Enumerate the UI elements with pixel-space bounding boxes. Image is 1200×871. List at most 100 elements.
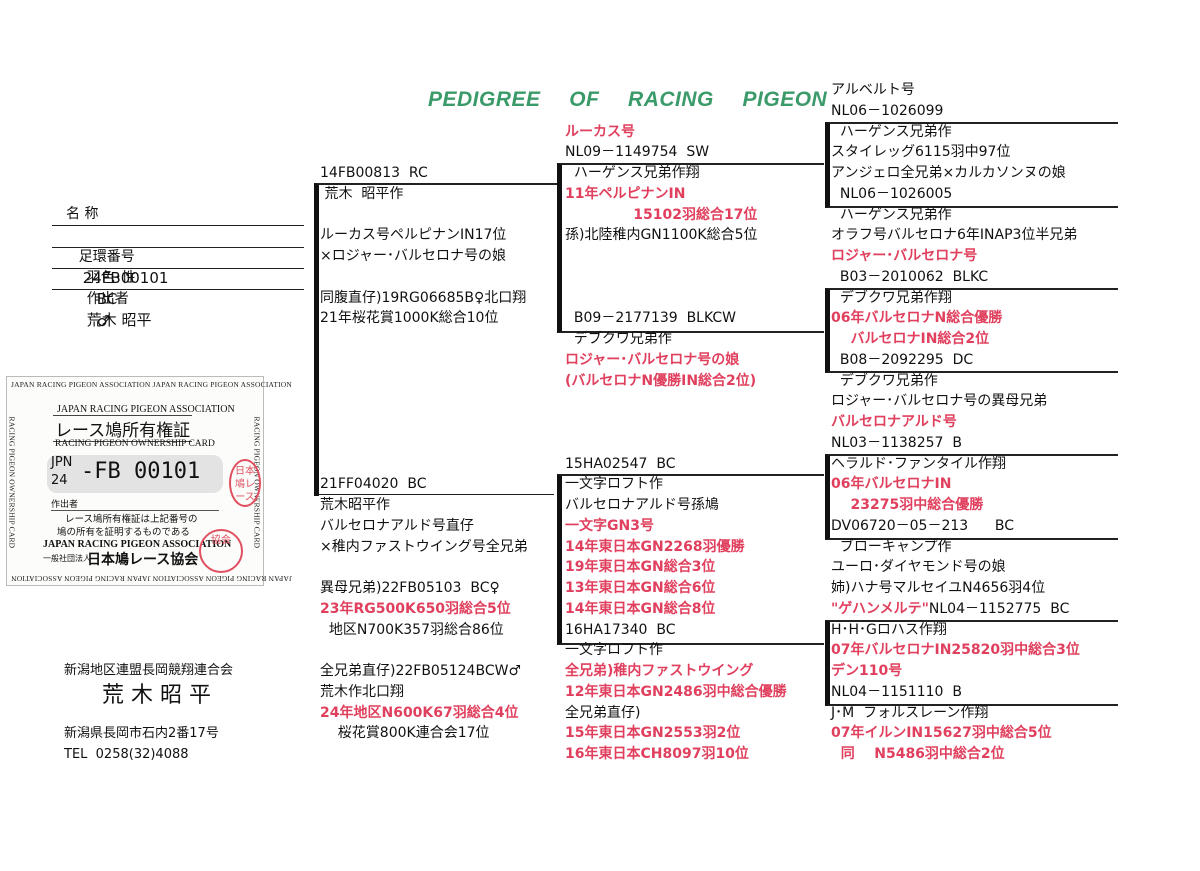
grandparent-line: 14年東日本GN2268羽優勝	[565, 538, 745, 555]
parent-line: バルセロナアルド号直仔	[320, 517, 474, 534]
great-grandparent-line: ロジャー･バルセロナ号の異母兄弟	[831, 393, 1048, 410]
breeder-value: 荒木 昭平	[86, 311, 152, 329]
divider	[52, 268, 304, 269]
card-number: -FB 00101	[81, 459, 201, 484]
ring-row: 足環番号 24FB00101	[52, 226, 304, 287]
great-grandparent-line: 06年バルセロナIN	[831, 476, 952, 493]
great-grandparent-line: オラフ号バルセロナ6年INAP3位半兄弟	[831, 227, 1078, 244]
great-grandparent-line: B03－2010062 BLKC	[831, 268, 989, 285]
pedigree-title: PEDIGREE OF RACING PIGEON	[428, 88, 828, 111]
great-grandparent-line: デブクワ兄弟作翔	[831, 289, 952, 306]
great-grandparent-line: ハーゲンス兄弟作	[831, 123, 952, 140]
grandparent-line: 全兄弟直仔)	[565, 704, 641, 721]
parent-line: 異母兄弟)22FB05103 BC♀	[320, 580, 500, 596]
card-footer-en: JAPAN RACING PIGEON ASSOCIATION	[43, 539, 232, 550]
card-country: JPN	[51, 455, 73, 470]
great-grandparent-line: バルセロナアルド号	[831, 414, 957, 430]
great-grandparent-line: J･M フォルスレーン作翔	[831, 704, 989, 721]
great-grandparent-line: バルセロナIN総合2位	[831, 331, 990, 347]
parent-line: 全兄弟直仔)22FB05124BCW♂	[320, 663, 521, 679]
grandparent-line: 孫)北陸稚内GN1100K総合5位	[565, 227, 758, 244]
grandparent-line: 11年ペルピナンIN	[565, 185, 686, 202]
divider	[318, 494, 554, 495]
parent-line: 24年地区N600K67羽総合4位	[320, 704, 519, 721]
great-grandparent-line: "ゲハンメルテ"NL04－1152775 BC	[831, 600, 1070, 617]
card-edge-bottom: JAPAN RACING PIGEON ASSOCIATION JAPAN RA…	[11, 574, 293, 583]
grandparent-line: バルセロナアルド号孫鳩	[565, 497, 719, 513]
parent-line: 21FF04020 BC	[320, 476, 427, 493]
great-grandparent-line: ハーゲンス兄弟作	[831, 206, 952, 223]
color-value: BC	[96, 290, 118, 308]
great-grandparent-line: デン110号	[831, 663, 903, 679]
grandparent-line: デブクワ兄弟作	[565, 331, 672, 347]
great-grandparent-line: アンジェロ全兄弟×カルカソンヌの娘	[831, 165, 1066, 181]
breeder-label: 作出者	[86, 291, 129, 307]
gg-bracket-4	[825, 620, 1118, 706]
color-sex-label: 羽色･性	[86, 270, 136, 286]
great-grandparent-line: スタイレッグ6115羽中97位	[831, 144, 1011, 161]
name-label: 名 称	[66, 206, 99, 222]
red-seal-stamp: 日本鳩レース	[229, 459, 261, 507]
parent-line: ×稚内ファストウイング号全兄弟	[320, 538, 528, 555]
owner-address: 新潟県長岡市石内2番17号	[64, 726, 219, 741]
divider	[52, 247, 304, 248]
parent-line: 同腹直仔)19RG06685B♀北口翔	[320, 289, 527, 306]
great-grandparent-line: 06年バルセロナN総合優勝	[831, 310, 1003, 327]
grandparent-line: 16年東日本CH8097羽10位	[565, 746, 749, 762]
parent-line: 荒木昭平作	[320, 497, 390, 513]
parent-line: ×ロジャー･バルセロナ号の娘	[320, 248, 507, 264]
card-breeder-label: 作出者	[51, 497, 219, 511]
owner-tel: TEL 0258(32)4088	[64, 747, 189, 762]
grandparent-line: 13年東日本GN総合6位	[565, 580, 716, 596]
parent-line: 23年RG500K650羽総合5位	[320, 600, 511, 617]
gg-bracket-2	[825, 288, 1118, 373]
parent-line: 荒木作北口翔	[320, 683, 404, 700]
great-grandparent-line: ユーロ･ダイヤモンド号の娘	[831, 559, 1006, 576]
grandparent-line: 15HA02547 BC	[565, 455, 676, 472]
dam-parents-bracket	[557, 474, 824, 645]
parent-line: 桜花賞800K連合会17位	[320, 725, 490, 742]
grandparent-line: 一文字ロフト作	[565, 476, 663, 493]
gg-bracket-1	[825, 122, 1118, 208]
great-grandparent-line: 07年イルンIN15627羽中総合5位	[831, 725, 1052, 742]
card-year: 24	[51, 473, 68, 488]
grandparent-line: ルーカス号	[565, 123, 635, 140]
breeder-row: 作出者 荒木 昭平	[52, 268, 304, 329]
card-footer-jp: 日本鳩レース協会	[87, 553, 199, 568]
ownership-card: JAPAN RACING PIGEON ASSOCIATION JAPAN RA…	[6, 376, 292, 586]
great-grandparent-line: DV06720－05－213 BC	[831, 517, 1015, 534]
card-assoc-en: JAPAN RACING PIGEON ASSOCIATION	[57, 404, 235, 415]
card-notice-2: 鳩の所有を証明するものである	[57, 528, 190, 538]
great-grandparent-line: ブローキャンプ作	[831, 538, 952, 555]
grandparent-line: 16HA17340 BC	[565, 621, 676, 638]
grandparent-line: 一文字ロフト作	[565, 642, 663, 659]
divider	[52, 225, 304, 226]
great-grandparent-line: H･H･Gロハス作翔	[831, 621, 947, 638]
grandparent-line: ロジャー･バルセロナ号の娘	[565, 351, 740, 368]
card-edge-top: JAPAN RACING PIGEON ASSOCIATION JAPAN RA…	[11, 380, 293, 389]
grandparent-line: 12年東日本GN2486羽中総合優勝	[565, 683, 787, 700]
card-notice-1: レース鳩所有権証は上記番号の	[65, 515, 198, 525]
great-grandparent-line: ヘラルド･ファンタイル作翔	[831, 455, 1006, 472]
gg-bracket-3	[825, 454, 1118, 540]
great-grandparent-line: 同 N5486羽中総合2位	[831, 746, 1005, 762]
great-grandparent-line: B08－2092295 DC	[831, 351, 974, 368]
grandparent-line: 全兄弟)稚内ファストウイング	[565, 663, 754, 679]
grandparent-line: B09－2177139 BLKCW	[565, 310, 737, 327]
great-grandparent-line: アルベルト号	[831, 82, 915, 98]
grandparent-line: (バルセロナN優勝IN総合2位)	[565, 372, 757, 389]
red-seal-stamp: 協会	[199, 529, 243, 573]
great-grandparent-line: ロジャー･バルセロナ号	[831, 248, 978, 264]
sire-dam-bracket	[314, 183, 559, 496]
parent-line: ルーカス号ペルピナンIN17位	[320, 227, 507, 244]
parent-line: 地区N700K357羽総合86位	[320, 621, 504, 638]
sex-value: ♂	[96, 312, 111, 330]
great-grandparent-line: 23275羽中総合優勝	[831, 497, 984, 513]
grandparent-line: 15102羽総合17位	[565, 206, 758, 223]
grandparent-line: NL09－1149754 SW	[565, 144, 710, 161]
great-grandparent-line: 姉)ハナ号マルセイユN4656羽4位	[831, 580, 1046, 596]
parent-line: 14FB00813 RC	[320, 165, 428, 181]
owner-name: 荒 木 昭 平	[102, 683, 211, 708]
great-grandparent-line: NL04－1151110 B	[831, 683, 962, 700]
